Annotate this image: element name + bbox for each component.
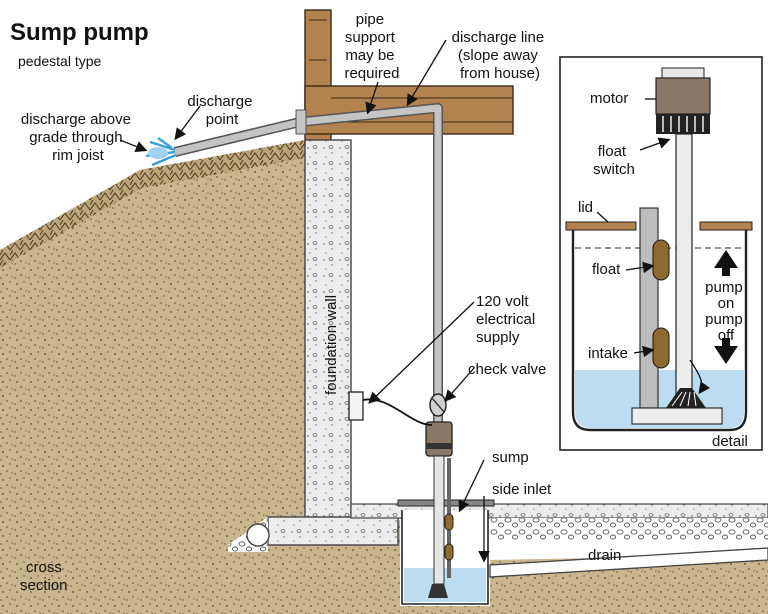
- label-side-inlet: side inlet: [492, 481, 552, 498]
- electrical-outlet: [348, 391, 364, 421]
- page-title: Sump pump: [10, 19, 149, 46]
- pump-on-arrow: [714, 250, 738, 276]
- label-pump-off: pump off: [705, 311, 747, 344]
- label-discharge-line: discharge line (slope away from house): [452, 29, 549, 82]
- label-lid: lid: [578, 199, 593, 216]
- power-cord: [362, 398, 433, 426]
- pit-float-upper: [444, 513, 454, 531]
- pit-float-lower: [444, 543, 454, 561]
- detail-motor-cap: [661, 67, 705, 79]
- detail-base: [631, 407, 723, 425]
- label-foundation-wall: foundation wall: [323, 295, 340, 395]
- water-splash: [145, 137, 177, 167]
- label-electrical: 120 volt electrical supply: [476, 293, 539, 346]
- label-float: float: [592, 261, 621, 278]
- label-discharge-point: discharge point: [187, 93, 256, 128]
- drain-tile: [246, 523, 270, 547]
- label-sump: sump: [492, 449, 529, 466]
- pump-off-arrow: [714, 338, 738, 364]
- label-float-switch: float switch: [593, 143, 635, 178]
- label-motor: motor: [590, 90, 628, 107]
- label-intake: intake: [588, 345, 628, 362]
- detail-lid-right: [699, 221, 753, 231]
- label-drain: drain: [588, 547, 621, 564]
- label-cross-section: cross section: [20, 559, 68, 594]
- detail-motor-vents: [656, 114, 710, 134]
- label-check-valve: check valve: [468, 361, 546, 378]
- label-pipe-support: pipe support may be required: [344, 11, 399, 82]
- pump-base: [428, 584, 448, 598]
- label-pump-on: pump on: [705, 279, 747, 312]
- detail-float-rod: [639, 207, 659, 409]
- detail-lid-left: [565, 221, 637, 231]
- gravel-under-slab: [490, 518, 768, 540]
- turf-surface: [0, 140, 305, 268]
- label-discharge-above: discharge above grade through rim joist: [21, 111, 135, 164]
- diagram-subtitle: pedestal type: [18, 53, 101, 69]
- detail-motor: [655, 77, 711, 115]
- pipe-support-bracket: [295, 109, 307, 135]
- drain-pipe: [489, 547, 768, 578]
- pump-motor: [425, 421, 453, 457]
- detail-column: [675, 133, 693, 395]
- detail-float-upper: [652, 239, 670, 281]
- foundation-wall: [304, 139, 352, 531]
- detail-float-lower: [652, 327, 670, 369]
- sump-lid: [397, 499, 495, 507]
- soil: [0, 140, 768, 614]
- pump-column: [433, 455, 445, 585]
- detail-leader-lines: [596, 98, 711, 395]
- leader-lines: [119, 39, 490, 563]
- label-detail: detail: [712, 433, 748, 450]
- footing: [267, 516, 399, 546]
